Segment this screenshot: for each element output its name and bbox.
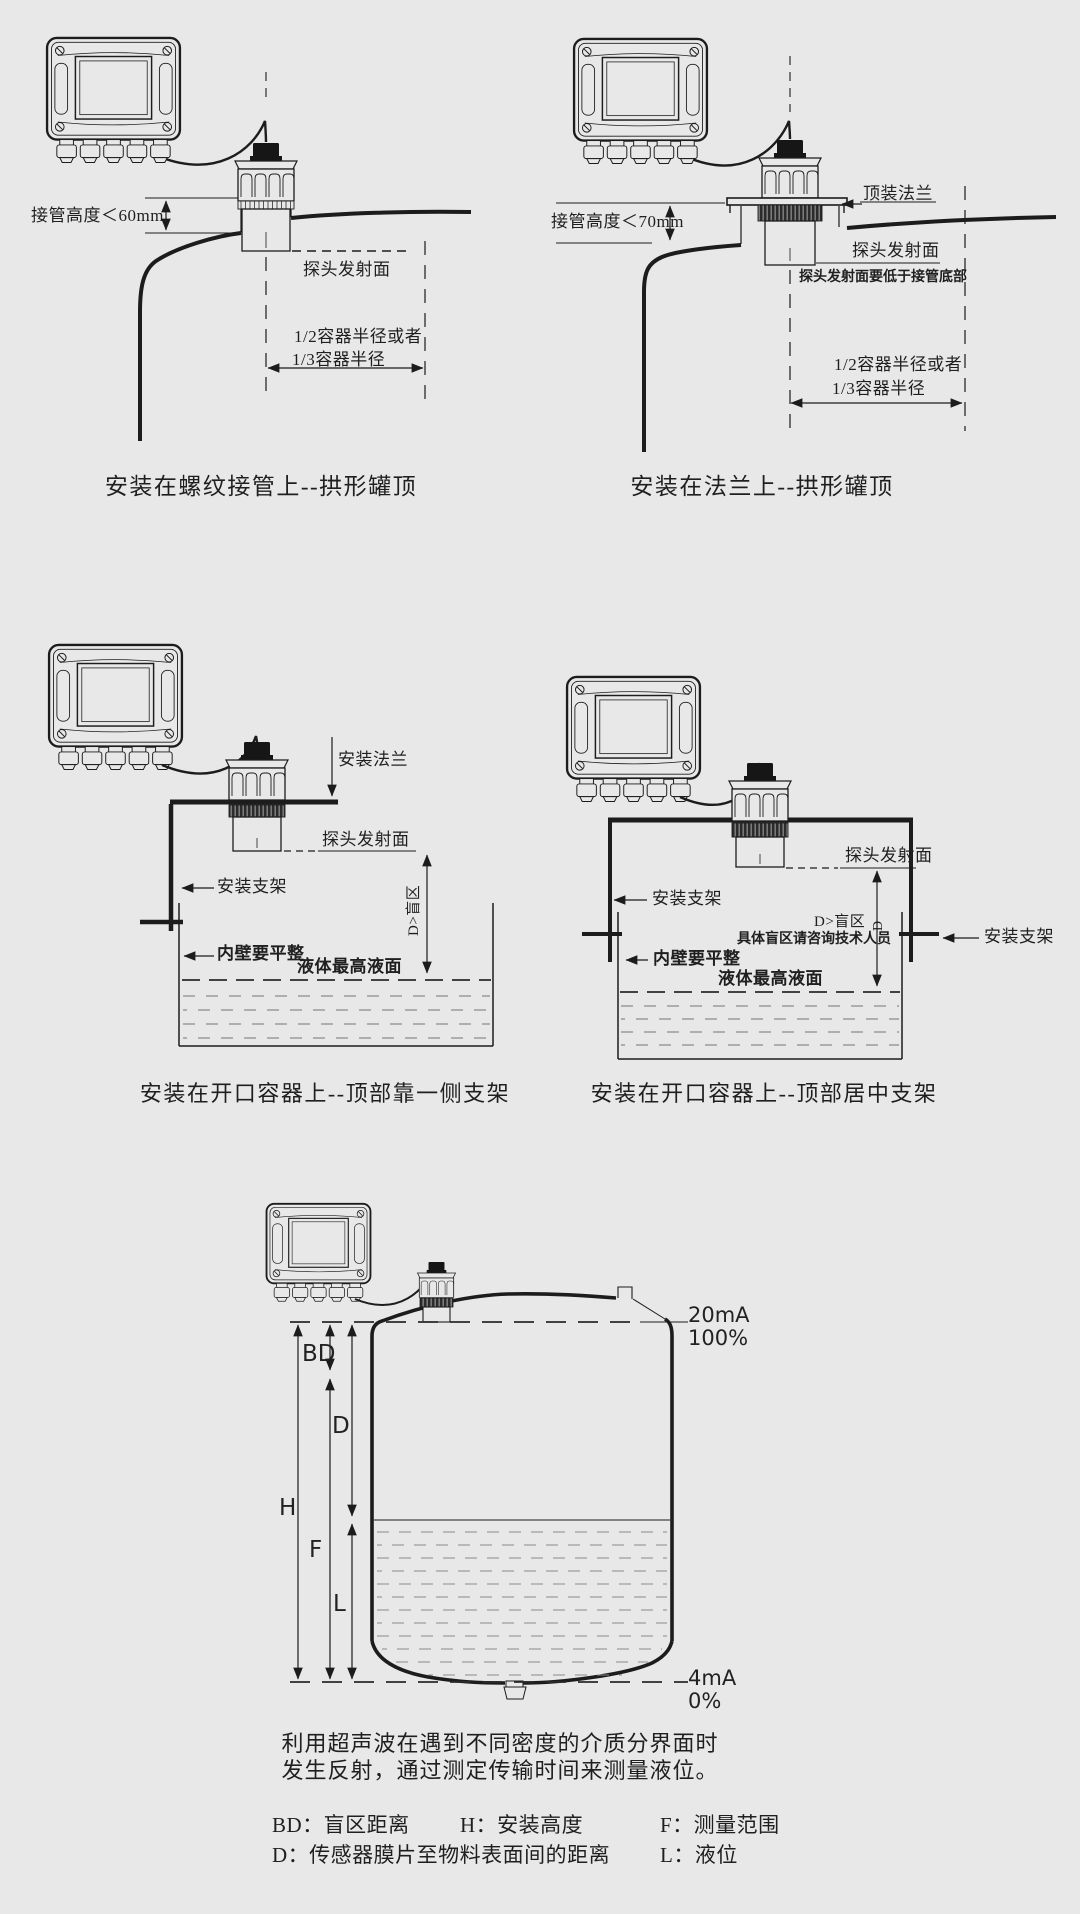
tank-roof-right (846, 215, 1057, 230)
diagram-open-tank-side-bracket-art (47, 643, 494, 1047)
description-line1: 利用超声波在遇到不同密度的介质分界面时 (281, 1731, 719, 1756)
label-100pct: 100% (688, 1326, 749, 1350)
roof-slope (632, 1298, 666, 1320)
dim-ref-lines (556, 202, 725, 244)
controller-box (47, 643, 184, 770)
description-line2: 发生反射，通过测定传输时间来测量液位。 (281, 1758, 719, 1783)
label-radius2-d2: 1/3容器半径 (832, 379, 926, 398)
tank-roof-left (642, 243, 742, 452)
legend-d: D：传感器膜片至物料表面间的距离 (272, 1843, 611, 1867)
controller-box (565, 675, 702, 802)
label-radius2-d1: 1/3容器半径 (292, 350, 386, 369)
tank-roof-left (138, 231, 242, 441)
sensor-locknut (731, 822, 789, 838)
sensor-cable (159, 120, 268, 166)
caption-flange-mount: 安装在法兰上--拱形罐顶 (630, 474, 894, 499)
label-20ma: 20mA (688, 1303, 750, 1327)
diagram-measurement-art (265, 1202, 688, 1700)
label-top-flange: 顶装法兰 (863, 184, 933, 203)
label-radius1-d2: 1/2容器半径或者 (834, 355, 963, 374)
liquid-fill (183, 995, 490, 1039)
label-probe-surface-d1: 探头发射面 (303, 260, 391, 279)
controller-box (572, 37, 709, 164)
label-probe-surface-d4: 探头发射面 (845, 846, 933, 865)
label-radius1-d1: 1/2容器半径或者 (294, 327, 423, 346)
vent-nozzle (617, 1286, 633, 1299)
label-wall-flat-d4: 内壁要平整 (653, 949, 741, 968)
legend-f: F：测量范围 (660, 1813, 780, 1837)
liquid-fill (377, 1531, 667, 1676)
bracket-posts (608, 822, 913, 962)
tank-walls (178, 903, 494, 1047)
dimension-lines (293, 1324, 357, 1680)
caption-open-tank-center-bracket: 安装在开口容器上--顶部居中支架 (590, 1081, 938, 1106)
controller-box (265, 1202, 372, 1302)
label-mount-flange: 安装法兰 (338, 750, 408, 769)
label-max-level-d4: 液体最高液面 (718, 969, 823, 988)
label-blind-note-d4: 具体盲区请咨询技术人员 (737, 932, 891, 947)
label-0pct: 0% (688, 1689, 722, 1713)
label-bracket-d3: 安装支架 (217, 877, 287, 896)
label-dim-l: L (333, 1591, 346, 1617)
sensor-horn (422, 1306, 451, 1323)
label-dim-d: D (332, 1413, 350, 1439)
diagram-flange-mount-art (556, 37, 1057, 452)
label-probe-surface-d3: 探头发射面 (322, 830, 410, 849)
sensor-cable (686, 120, 792, 167)
tank-right-wall (663, 1317, 674, 1641)
diagram-open-tank-center-bracket-art (565, 675, 979, 1060)
label-bracket-right-d4: 安装支架 (984, 927, 1054, 946)
label-dim-f: F (309, 1537, 323, 1563)
label-probe-note-d2: 探头发射面要低于接管底部 (799, 270, 967, 285)
drain-nozzle (503, 1686, 527, 1700)
label-blind-zone-d4: D>盲区 (814, 914, 866, 930)
label-dim-h: H (279, 1495, 297, 1521)
sensor-thread-ring (237, 200, 295, 210)
ultrasonic-sensor (417, 1262, 456, 1298)
label-probe-surface-d2: 探头发射面 (852, 241, 940, 260)
controller-box (45, 36, 182, 163)
liquid-fill (621, 1005, 899, 1046)
caption-open-tank-side-bracket: 安装在开口容器上--顶部靠一侧支架 (139, 1081, 511, 1106)
ultrasonic-sensor (728, 763, 792, 821)
label-max-level-d3: 液体最高液面 (297, 957, 402, 976)
sensor-locknut (228, 804, 286, 818)
caption-threaded-nozzle: 安装在螺纹接管上--拱形罐顶 (104, 474, 418, 499)
legend-bd: BD：盲区距离 (272, 1813, 410, 1837)
dim-ref-lines (145, 197, 246, 234)
sensor-locknut (757, 204, 823, 222)
mounting-flange-plate (726, 197, 848, 206)
tank-left-roof (370, 1292, 617, 1641)
legend-h: H：安装高度 (460, 1813, 584, 1837)
label-blind-zone-d3: D>盲区 (406, 884, 422, 936)
label-blind-dim-d4: D (871, 920, 886, 931)
diagram-threaded-nozzle-art (45, 36, 472, 441)
label-dim-bd: BD (302, 1341, 336, 1367)
ultrasonic-sensor (234, 143, 298, 201)
ultrasonic-sensor (225, 742, 289, 800)
sensor-locknut (419, 1297, 454, 1308)
nozzle-walls (740, 206, 840, 244)
label-wall-flat-d3: 内壁要平整 (217, 944, 305, 963)
legend-l: L：液位 (660, 1843, 738, 1867)
label-nozzle-height-60: 接管高度＜60mm (31, 206, 164, 225)
label-nozzle-height-70: 接管高度＜70mm (551, 212, 684, 231)
label-4ma: 4mA (688, 1666, 737, 1690)
label-bracket-left-d4: 安装支架 (652, 889, 722, 908)
tank-roof-right (290, 209, 472, 220)
tank-walls (617, 912, 903, 1060)
